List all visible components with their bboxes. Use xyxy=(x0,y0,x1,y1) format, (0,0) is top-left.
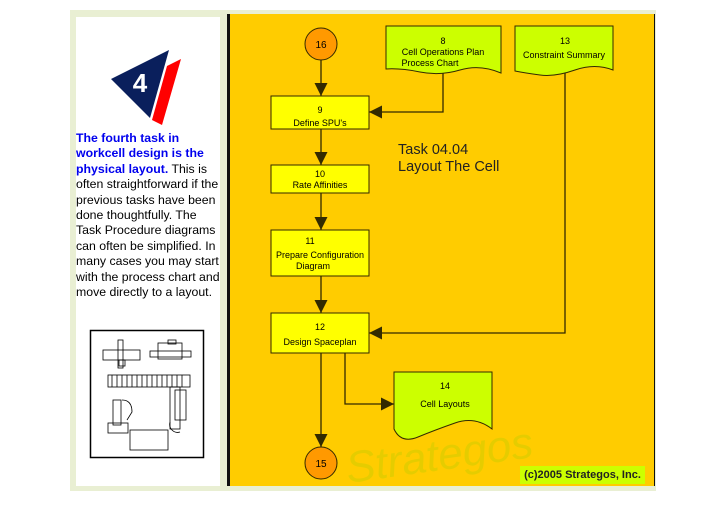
svg-text:14: 14 xyxy=(440,381,450,391)
description-body: This is often straightforward if the pre… xyxy=(76,161,220,300)
task-box-12[interactable]: 12 Design Spaceplan xyxy=(270,312,370,354)
svg-text:Define SPU's: Define SPU's xyxy=(293,118,347,128)
svg-text:Cell Layouts: Cell Layouts xyxy=(420,399,470,409)
svg-text:9: 9 xyxy=(317,105,322,115)
logo-navy-triangle xyxy=(111,50,169,118)
task-box-11[interactable]: 11 Prepare Configuration Diagram xyxy=(270,229,370,277)
description: The fourth task in workcell design is th… xyxy=(76,131,222,300)
svg-text:11: 11 xyxy=(305,236,314,246)
svg-text:Process Chart: Process Chart xyxy=(401,58,459,68)
svg-text:Constraint Summary: Constraint Summary xyxy=(523,50,606,60)
document-14[interactable]: 14 Cell Layouts xyxy=(393,371,493,440)
logo-red-stripe xyxy=(152,59,181,125)
task-subtitle: Layout The Cell xyxy=(398,159,499,175)
svg-text:Cell Operations Plan: Cell Operations Plan xyxy=(402,47,485,57)
document-8[interactable]: 8 Cell Operations Plan Process Chart xyxy=(385,25,502,75)
svg-text:13: 13 xyxy=(560,36,570,46)
task-box-10[interactable]: 10 Rate Affinities xyxy=(270,164,370,194)
connector-end[interactable]: 15 xyxy=(304,446,338,480)
svg-text:16: 16 xyxy=(315,40,327,51)
task-title: Task 04.04 xyxy=(398,142,468,158)
svg-text:Prepare Configuration: Prepare Configuration xyxy=(276,250,364,260)
svg-text:8: 8 xyxy=(440,36,445,46)
svg-text:15: 15 xyxy=(315,459,327,470)
logo-number: 4 xyxy=(133,68,148,98)
watermark-text: Strategos xyxy=(343,418,536,493)
svg-text:Rate Affinities: Rate Affinities xyxy=(293,180,348,190)
document-13[interactable]: 13 Constraint Summary xyxy=(514,25,614,76)
svg-text:Design Spaceplan: Design Spaceplan xyxy=(283,337,356,347)
description-lead: The fourth task in workcell design is th… xyxy=(76,131,204,176)
task-box-9[interactable]: 9 Define SPU's xyxy=(270,95,370,130)
connector-start[interactable]: 16 xyxy=(304,27,338,61)
svg-text:10: 10 xyxy=(315,169,325,179)
copyright: (c)2005 Strategos, Inc. xyxy=(520,466,645,484)
svg-text:Diagram: Diagram xyxy=(296,261,330,271)
svg-text:12: 12 xyxy=(315,322,325,332)
